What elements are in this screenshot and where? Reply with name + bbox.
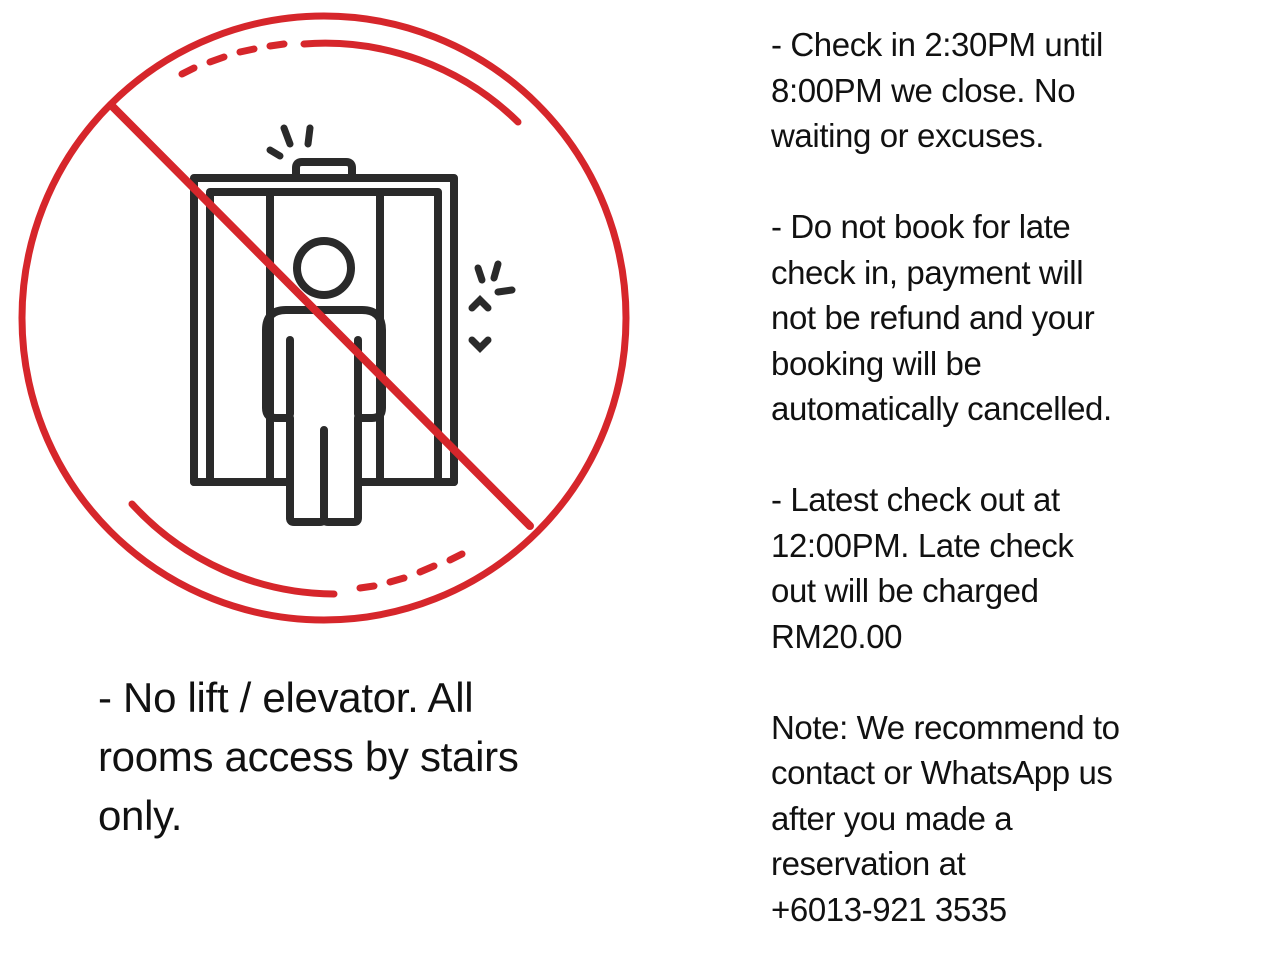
no-lift-note: - No lift / elevator. All rooms access b…: [98, 674, 519, 839]
check-in-rule: - Check in 2:30PM until 8:00PM we close.…: [771, 26, 1103, 154]
no-elevator-sign: [14, 10, 634, 630]
prohibition-ring: [18, 12, 630, 624]
check-out-rule: - Latest check out at 12:00PM. Late chec…: [771, 481, 1074, 655]
no-elevator-icon: [18, 12, 630, 624]
house-rules: - Check in 2:30PM until 8:00PM we close.…: [771, 22, 1271, 932]
contact-note: Note: We recommend to contact or WhatsAp…: [771, 708, 1120, 928]
late-check-in-rule: - Do not book for late check in, payment…: [771, 208, 1112, 427]
elevator-icon: [190, 158, 458, 526]
